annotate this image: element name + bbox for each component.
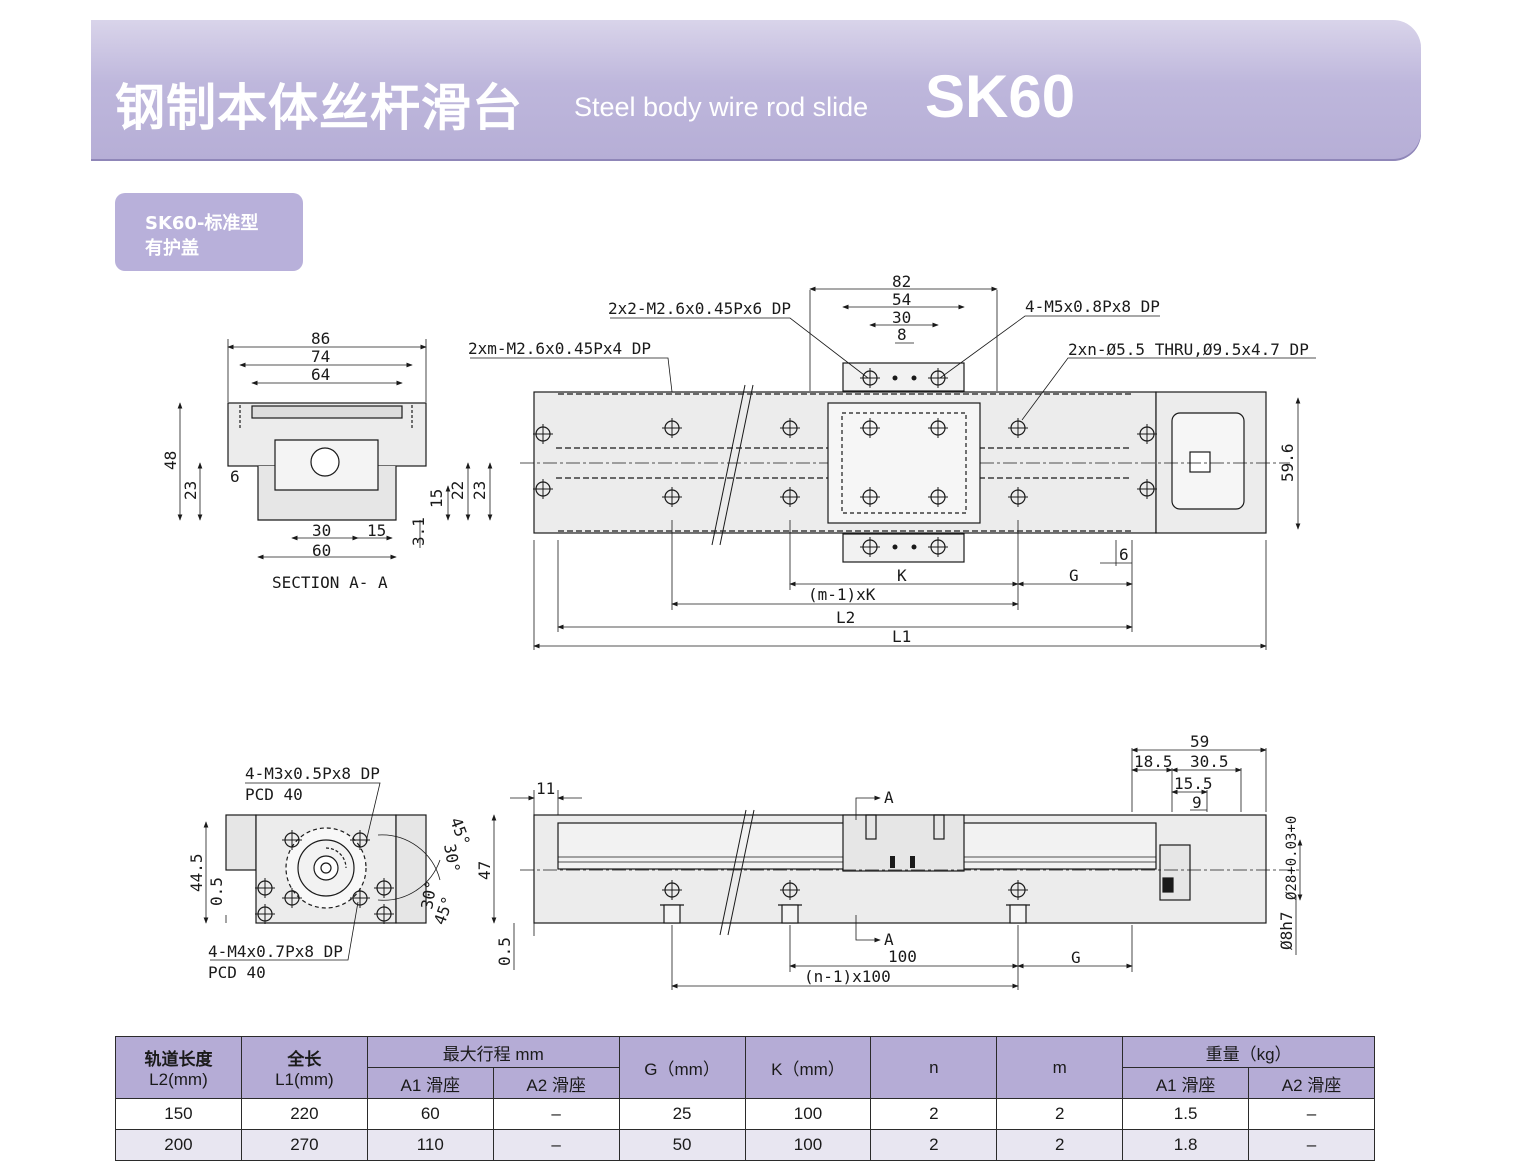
dim-74: 74: [311, 347, 330, 366]
note-m4: 4-M4x0.7Px8 DP: [208, 942, 343, 961]
dim-22: 22: [448, 481, 467, 500]
note-m5: 4-M5x0.8Px8 DP: [1025, 297, 1160, 316]
note-m2-6-dp4: 2xm-M2.6x0.45Px4 DP: [468, 339, 651, 358]
dim-6: 6: [1119, 545, 1129, 564]
variant-line1: SK60-标准型: [145, 213, 259, 234]
label-k: K: [897, 566, 907, 585]
dim-30: 30: [892, 308, 911, 327]
header-weight-a1: A1 滑座: [1122, 1067, 1250, 1099]
dim-59-6: 59.6: [1278, 443, 1297, 482]
header-banner: 钢制本体丝杆滑台 Steel body wire rod slide SK60: [91, 20, 1421, 161]
dim-60: 60: [312, 541, 331, 560]
plan-holes: [532, 367, 1158, 558]
dim-30-5: 30.5: [1190, 752, 1229, 771]
header-k: K（mm）: [744, 1036, 872, 1099]
pcd-b: PCD 40: [208, 963, 266, 982]
dim-15: 15: [427, 489, 446, 508]
dim-11: 11: [536, 779, 555, 798]
label-mk: (m-1)xK: [808, 585, 876, 604]
section-view: [177, 339, 493, 560]
dim-0-5: 0.5: [207, 877, 226, 906]
angle-30b: 30°: [417, 879, 441, 911]
dim-18-5: 18.5: [1134, 752, 1173, 771]
section-dims: 86 74 64 48 23 6 15 22 23 30 15 60 3.1 S…: [161, 329, 489, 592]
table-row: 200 270 110 – 50 100 2 2 1.8 –: [115, 1129, 1375, 1161]
side-view-holes: [661, 856, 1029, 901]
label-g: G: [1071, 948, 1081, 967]
pcd-a: PCD 40: [245, 785, 303, 804]
header-m: m: [996, 1036, 1124, 1099]
variant-line2: 有护盖: [145, 238, 199, 259]
dim-48: 48: [161, 451, 180, 470]
dim-23a: 23: [181, 481, 200, 500]
dim-3-1: 3.1: [409, 517, 428, 546]
note-thru: 2xn-Ø5.5 THRU,Ø9.5x4.7 DP: [1068, 340, 1309, 359]
header-weight: 重量（kg）: [1122, 1036, 1375, 1068]
title-en: Steel body wire rod slide: [574, 92, 869, 122]
dim-47: 47: [475, 861, 494, 880]
dim-64: 64: [311, 365, 330, 384]
header-n: n: [870, 1036, 998, 1099]
end-view-dims: 4-M3x0.5Px8 DP PCD 40 4-M4x0.7Px8 DP PCD…: [187, 764, 474, 982]
side-view: [491, 747, 1303, 990]
side-view-dims: 11 47 0.5 A A 100 (n-1)x100 G 59 18.5 30…: [475, 732, 1300, 986]
dim-15b: 15: [367, 521, 386, 540]
variant-tag: SK60-标准型 有护盖: [115, 193, 303, 271]
dim-0-5: 0.5: [495, 937, 514, 966]
header-stroke: 最大行程 mm: [366, 1036, 620, 1068]
dim-44-5: 44.5: [187, 853, 206, 892]
plan-view: [470, 286, 1316, 650]
dim-59: 59: [1190, 732, 1209, 751]
header-weight-a2: A2 滑座: [1248, 1067, 1375, 1099]
end-view: [203, 782, 441, 961]
header-stroke-a2: A2 滑座: [492, 1067, 620, 1099]
table-row: 150 220 60 – 25 100 2 2 1.5 –: [115, 1098, 1375, 1130]
spec-table: 轨道长度 L2(mm) 全长 L1(mm) 最大行程 mm G（mm） K（mm…: [115, 1036, 1375, 1161]
note-m3: 4-M3x0.5Px8 DP: [245, 764, 380, 783]
dim-28: Ø28+0.03+0: [1284, 816, 1300, 900]
header-rail: 轨道长度 L2(mm): [115, 1036, 242, 1099]
section-caption: SECTION A- A: [272, 573, 388, 592]
dim-6: 6: [230, 467, 240, 486]
label-g: G: [1069, 566, 1079, 585]
header-length: 全长 L1(mm): [240, 1036, 368, 1099]
dim-30: 30: [312, 521, 331, 540]
dim-15-5: 15.5: [1174, 774, 1213, 793]
label-l2: L2: [836, 608, 855, 627]
header-g: G（mm）: [618, 1036, 746, 1099]
dim-82: 82: [892, 272, 911, 291]
dim-8: 8: [897, 325, 907, 344]
dim-100: 100: [888, 947, 917, 966]
dim-9: 9: [1192, 793, 1202, 812]
title-cn: 钢制本体丝杆滑台: [115, 79, 523, 137]
dim-23b: 23: [470, 481, 489, 500]
label-n100: (n-1)x100: [804, 967, 891, 986]
plan-dims: 82 54 30 8 2x2-M2.6x0.45Px6 DP 2xm-M2.6x…: [468, 272, 1309, 646]
dim-86: 86: [311, 329, 330, 348]
label-l1: L1: [892, 627, 911, 646]
model-title: SK60: [925, 63, 1076, 130]
technical-drawing: 86 74 64 48 23 6 15 22 23 30 15 60 3.1 S…: [161, 272, 1316, 990]
header-stroke-a1: A1 滑座: [366, 1067, 494, 1099]
section-mark-a1: A: [884, 788, 894, 807]
dim-54: 54: [892, 290, 911, 309]
dim-8h7: Ø8h7: [1277, 911, 1296, 950]
note-m2-6-dp6: 2x2-M2.6x0.45Px6 DP: [608, 299, 791, 318]
section-mark-a2: A: [884, 930, 894, 949]
angle-30a: 30°: [440, 842, 464, 874]
